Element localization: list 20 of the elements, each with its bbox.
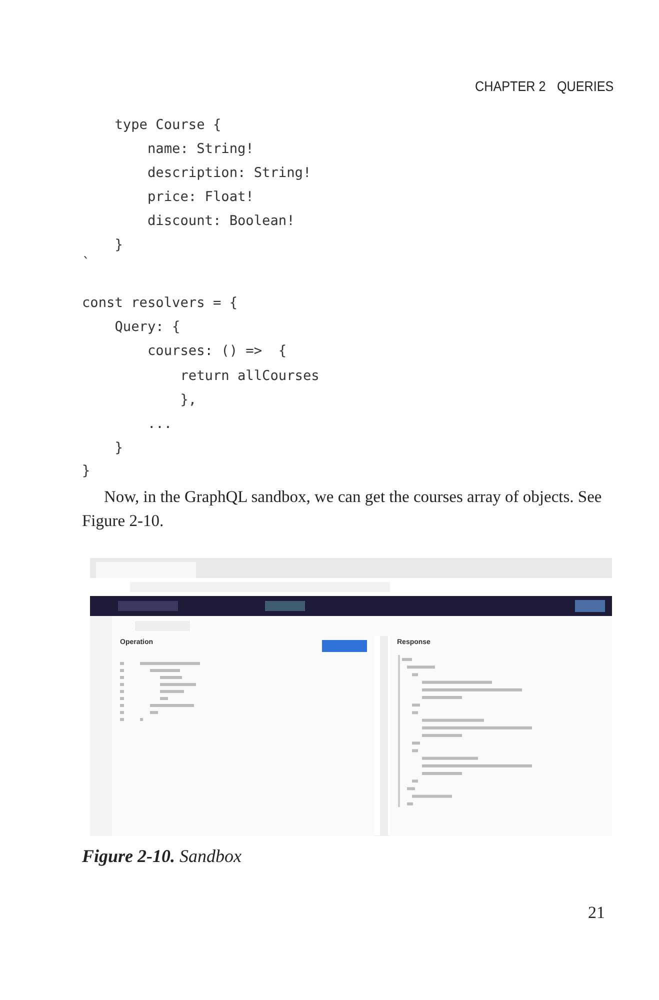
code-line: ` <box>82 254 90 272</box>
code-line: description: String! <box>146 164 312 182</box>
code-line: } <box>114 439 123 457</box>
figure-caption: Figure 2-10. Sandbox <box>82 846 242 867</box>
code-line: return allCourses <box>179 367 320 385</box>
code-line: courses: () => { <box>146 342 287 360</box>
code-line: type Course { <box>114 116 222 134</box>
code-line: } <box>82 462 90 480</box>
paragraph: Now, in the GraphQL sandbox, we can get the courses array of objects. See Figure 2-10. <box>82 486 603 532</box>
code-line: const resolvers = { <box>82 294 238 312</box>
chapter-heading: CHAPTER 2 <box>475 78 546 94</box>
code-line: }, <box>179 391 197 409</box>
code-line: price: Float! <box>146 188 254 206</box>
code-line: name: String! <box>146 140 254 158</box>
code-line: discount: Boolean! <box>146 212 295 230</box>
section-heading: QUERIES <box>557 78 614 94</box>
code-line: Query: { <box>114 318 180 336</box>
page-number: 21 <box>588 903 605 923</box>
code-line: } <box>114 236 123 254</box>
code-line: ... <box>146 415 172 433</box>
